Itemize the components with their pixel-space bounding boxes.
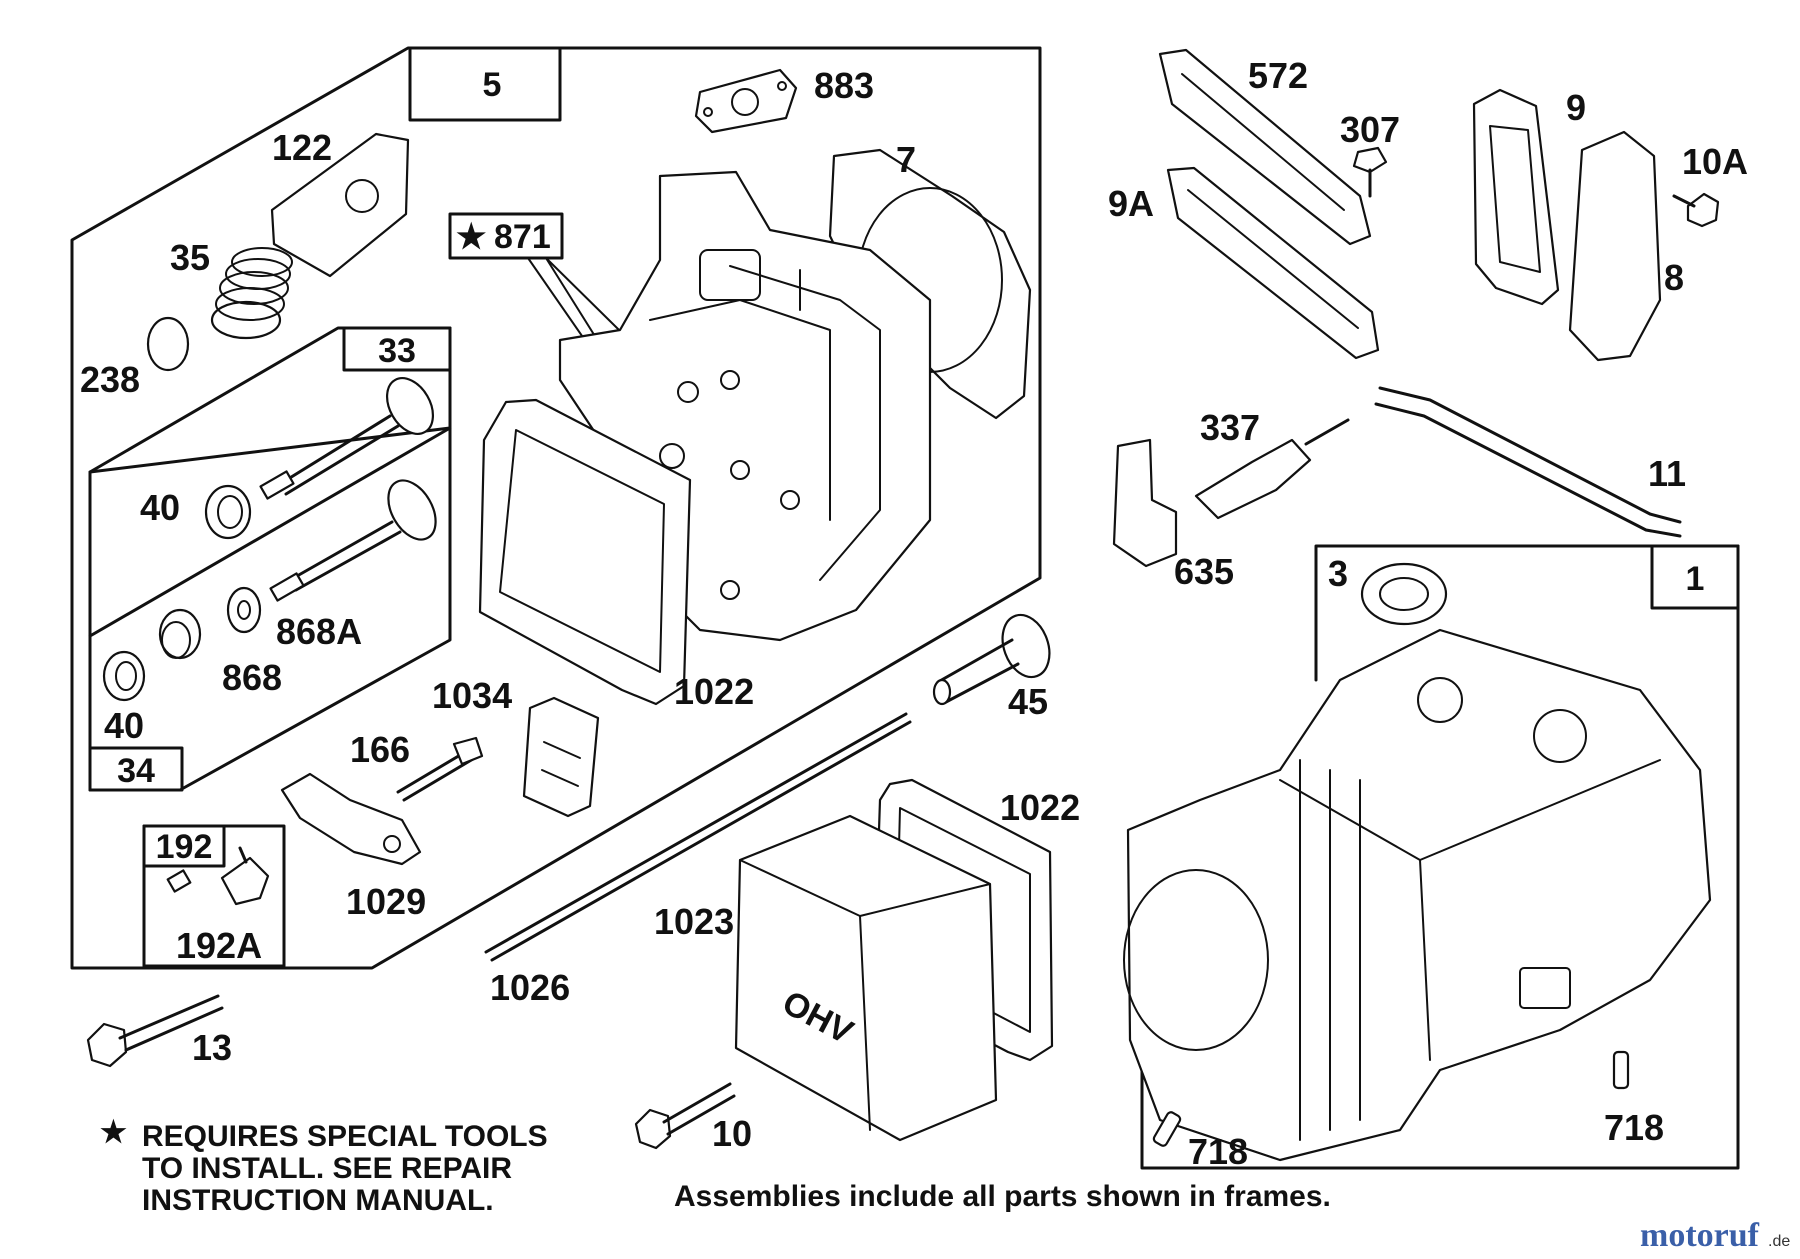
part-13-bolt [86,994,224,1068]
part-192-adjuster [220,846,270,906]
callout-13: 13 [192,1027,232,1068]
callout-718-a: 718 [1188,1131,1248,1172]
frame-192: 192 [142,824,286,968]
note-line-3: INSTRUCTION MANUAL. [142,1184,494,1217]
note-star-icon: ★ [100,1116,127,1149]
part-9-breather-gasket [1472,88,1560,306]
part-35-spring [210,247,293,340]
part-1-crankcase [1123,628,1712,1162]
part-33-valve [259,377,435,500]
part-1026-push-rod [484,712,912,962]
callout-238: 238 [80,359,140,400]
callout-40-a: 40 [140,487,180,528]
callout-572: 572 [1248,55,1308,96]
part-1023-valve-cover: OHV [734,814,998,1142]
part-635-spark-boot [1112,438,1178,568]
callout-1022-b: 1022 [1000,787,1080,828]
part-9A-gasket [1166,166,1380,360]
part-868A-washer [226,586,262,634]
part-883-gasket [694,68,798,134]
part-192A-nut [166,869,192,893]
assemblies-note: Assemblies include all parts shown in fr… [674,1180,1331,1213]
part-337-spark-plug [1194,418,1350,520]
part-1022-rocker-gasket [478,398,692,706]
part-307-screw [1352,146,1388,198]
callout-1029: 1029 [346,881,426,922]
part-45-lifter [932,613,1051,706]
watermark: motoruf .de [1640,1217,1790,1254]
part-8-breather-cover [1568,130,1662,362]
part-718-dowel-b [1612,1050,1630,1090]
part-3-oil-seal [1360,562,1448,626]
frame-label-34: 34 [117,752,155,790]
callout-9: 9 [1566,87,1586,128]
frame-label-1: 1 [1686,560,1705,598]
star-icon: ★ [456,218,486,256]
callout-1022-a: 1022 [674,671,754,712]
callout-868: 868 [222,657,282,698]
part-572-gasket [1158,48,1372,246]
callout-11: 11 [1648,453,1686,494]
callout-9A: 9A [1108,183,1154,224]
callout-337: 337 [1200,407,1260,448]
frame-label-192: 192 [156,828,213,866]
note-line-1: REQUIRES SPECIAL TOOLS [142,1120,548,1153]
watermark-tld: .de [1768,1233,1790,1250]
callout-10A: 10A [1682,141,1748,182]
callout-1034: 1034 [432,675,512,716]
callout-1026: 1026 [490,967,570,1008]
frame-1-assembly: 1 [1140,544,1740,1170]
part-40-retainer-a [204,484,252,540]
frame-label-5: 5 [483,66,502,104]
watermark-brand: motoruf [1640,1217,1760,1254]
part-1034-guide-plate [522,696,600,818]
callout-45: 45 [1008,681,1048,722]
note-line-2: TO INSTALL. SEE REPAIR [142,1152,512,1185]
callout-3: 3 [1328,553,1348,594]
part-10A-bolt [1672,192,1720,228]
part-40-retainer-b [102,650,146,702]
callout-635: 635 [1174,551,1234,592]
callout-122: 122 [272,127,332,168]
part-122-plate [270,132,410,278]
frame-label-33: 33 [378,332,416,370]
part-11-dipstick-tube [1374,386,1682,538]
callout-166: 166 [350,729,410,770]
callout-307: 307 [1340,109,1400,150]
frame-33-34-valve-assemblies: 33 34 [88,326,452,792]
callout-7: 7 [896,139,916,180]
part-718-dowel-a [1152,1111,1182,1147]
callout-883: 883 [814,65,874,106]
callout-1023: 1023 [654,901,734,942]
part-166-stud [396,736,484,802]
callout-718-b: 718 [1604,1107,1664,1148]
callout-35: 35 [170,237,210,278]
part-868-seal [158,608,202,660]
part-238-cap [146,316,190,372]
callout-40-b: 40 [104,705,144,746]
special-tools-note: ★ REQUIRES SPECIAL TOOLS TO INSTALL. SEE… [100,1116,548,1217]
callout-labels: 883 7 122 35 238 40 868A 868 40 1034 102… [80,55,1748,1172]
part-34-valve [269,479,437,602]
part-10-bolt [634,1082,736,1150]
callout-8: 8 [1664,257,1684,298]
part-1029-rocker-arm [280,772,422,866]
frame-label-871: 871 [494,218,551,256]
frame-5-assembly: 5 [70,46,1042,970]
callout-868A: 868A [276,611,362,652]
callout-192A: 192A [176,925,262,966]
callout-10: 10 [712,1113,752,1154]
